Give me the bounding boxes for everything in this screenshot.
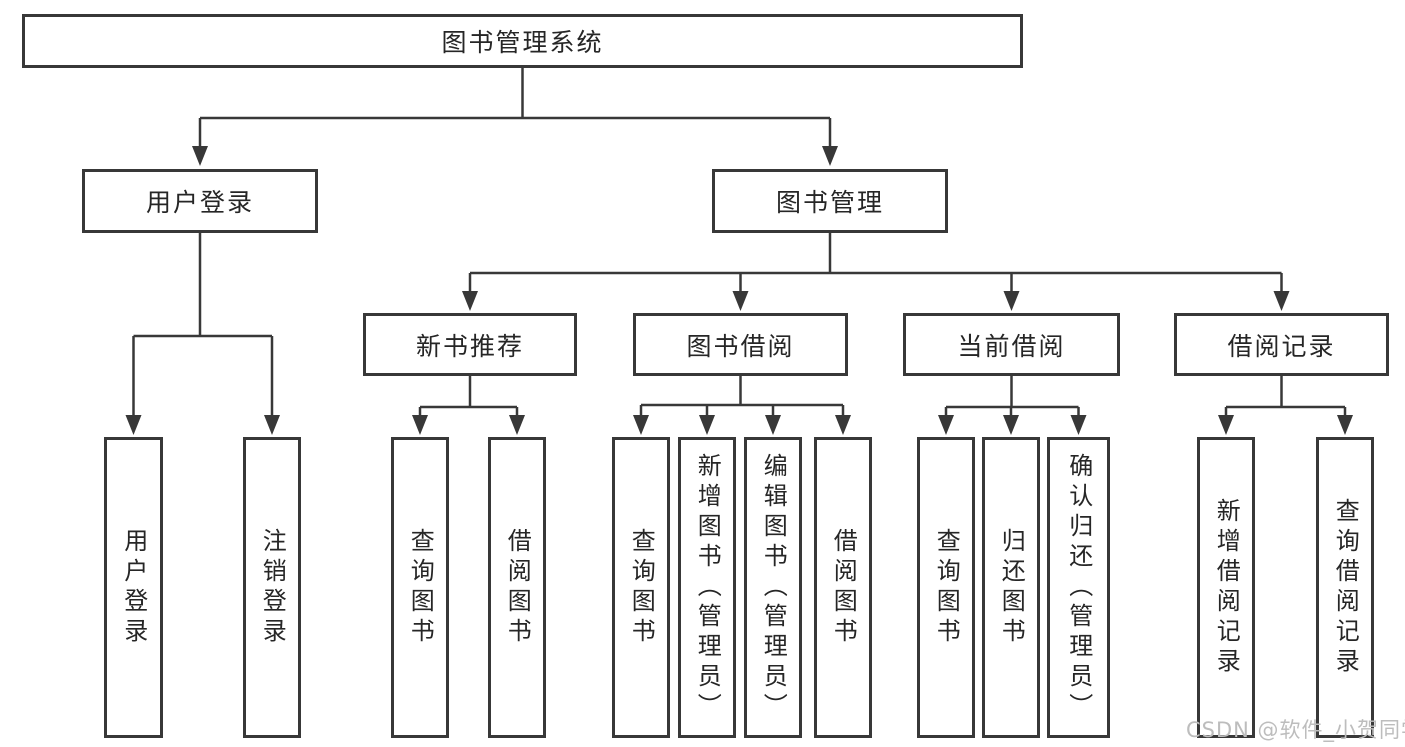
node-label: 借阅图书 [829, 527, 858, 648]
node-label: 新书推荐 [415, 331, 524, 361]
node-label: 借阅记录 [1227, 331, 1336, 361]
node-label: 查询借阅记录 [1331, 497, 1360, 678]
node-label: 编辑图书（管理员） [759, 452, 788, 723]
node-label: 新增借阅记录 [1212, 497, 1241, 678]
node-book-borrow: 图书借阅 [633, 313, 848, 376]
node-label: 图书管理系统 [441, 28, 604, 57]
leaf-add-books-admin: 新增图书（管理员） [678, 437, 736, 738]
leaf-query-books-current: 查询图书 [917, 437, 975, 738]
leaf-query-borrow-record: 查询借阅记录 [1316, 437, 1374, 738]
csdn-watermark: CSDN @软件_小贺同学 [1186, 718, 1405, 742]
node-borrow-records: 借阅记录 [1174, 313, 1389, 376]
node-new-book-recommend: 新书推荐 [363, 313, 577, 376]
leaf-edit-books-admin: 编辑图书（管理员） [744, 437, 802, 738]
node-label: 查询图书 [627, 527, 656, 648]
node-book-management: 图书管理 [712, 169, 948, 233]
node-label: 图书借阅 [686, 331, 795, 361]
leaf-logout: 注销登录 [243, 437, 301, 738]
node-label: 图书管理 [775, 188, 884, 217]
node-label: 归还图书 [997, 527, 1026, 648]
leaf-query-books-borrow: 查询图书 [612, 437, 670, 738]
leaf-add-borrow-record: 新增借阅记录 [1197, 437, 1255, 738]
leaf-borrow-books-recommend: 借阅图书 [488, 437, 546, 738]
node-label: 用户登录 [119, 527, 148, 648]
leaf-user-login: 用户登录 [104, 437, 163, 738]
node-root: 图书管理系统 [22, 14, 1023, 68]
leaf-return-books: 归还图书 [982, 437, 1040, 738]
node-label: 注销登录 [258, 527, 287, 648]
leaf-borrow-books: 借阅图书 [814, 437, 872, 738]
node-user-login: 用户登录 [82, 169, 318, 233]
node-label: 用户登录 [145, 188, 254, 217]
node-label: 确认归还（管理员） [1064, 452, 1093, 723]
leaf-query-books-recommend: 查询图书 [391, 437, 449, 738]
node-label: 借阅图书 [503, 527, 532, 648]
node-label: 当前借阅 [957, 331, 1066, 361]
node-label: 新增图书（管理员） [693, 452, 722, 723]
node-current-borrow: 当前借阅 [903, 313, 1120, 376]
node-label: 查询图书 [406, 527, 435, 648]
leaf-confirm-return-admin: 确认归还（管理员） [1047, 437, 1110, 738]
node-label: 查询图书 [932, 527, 961, 648]
